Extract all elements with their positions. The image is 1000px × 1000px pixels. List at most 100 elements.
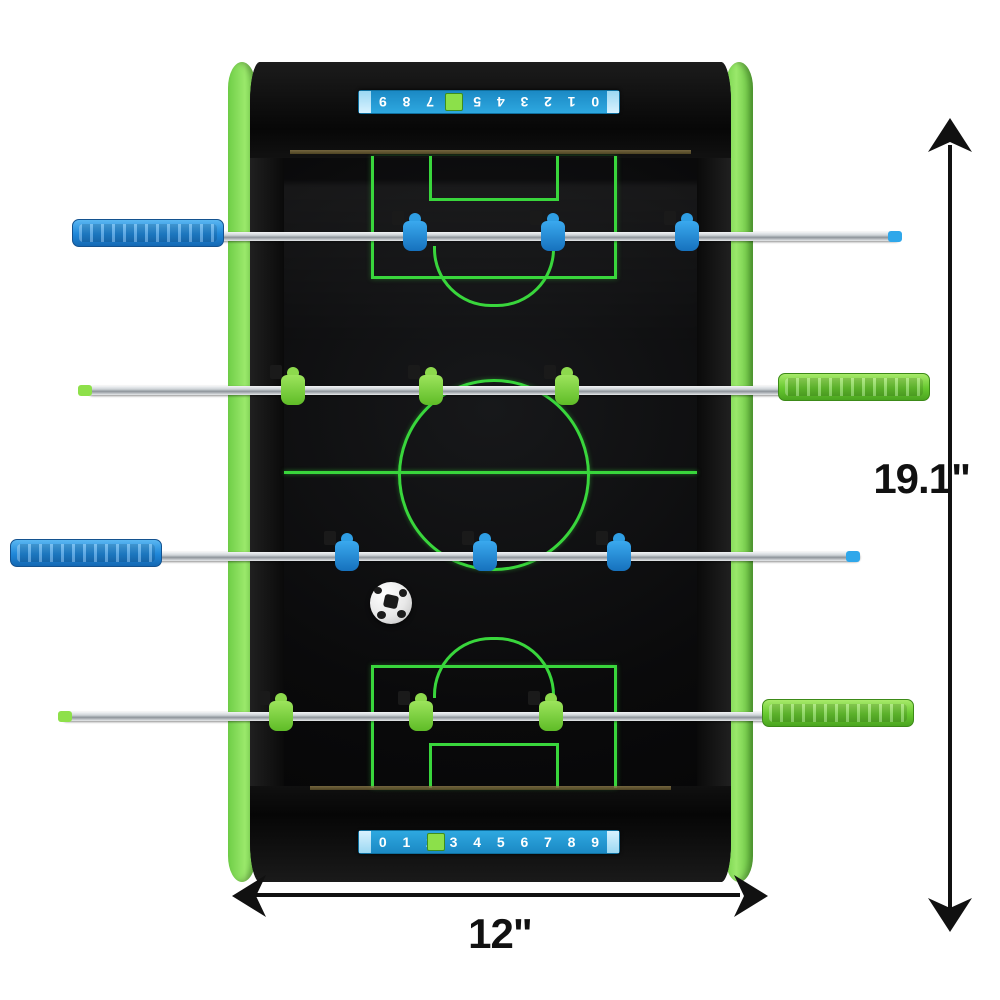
figure-body	[409, 701, 433, 731]
scoreboard-top[interactable]: 0 1 2 3 4 5 6 7 8 9	[358, 90, 620, 114]
height-dimension-line	[948, 145, 952, 910]
scoreboard-cap-right	[607, 831, 619, 853]
rod-3-shaft[interactable]	[140, 552, 860, 561]
ball-panel	[377, 611, 386, 619]
score-digit: 8	[567, 834, 576, 850]
score-digit: 5	[473, 94, 482, 110]
figure-collar	[530, 211, 542, 225]
scoreboard-cap-left	[607, 91, 619, 113]
player-figure-blue[interactable]	[596, 531, 634, 575]
height-arrow-down-icon	[928, 898, 972, 932]
penalty-box-top	[370, 156, 617, 279]
score-digit: 4	[473, 834, 482, 850]
figure-collar	[462, 531, 474, 545]
pitch-markings	[284, 156, 697, 788]
figure-collar	[324, 531, 336, 545]
ball-panel	[399, 589, 407, 597]
rod-3-tip	[846, 551, 860, 562]
figure-body	[555, 375, 579, 405]
rod-4-handle[interactable]	[762, 699, 914, 727]
player-figure-green[interactable]	[270, 365, 308, 409]
score-digit: 9	[378, 94, 387, 110]
score-digit: 1	[402, 834, 411, 850]
width-arrow-right-icon	[734, 875, 768, 917]
player-figure-blue[interactable]	[462, 531, 500, 575]
score-digit: 7	[426, 94, 434, 110]
handle-grip	[17, 544, 155, 562]
ball-panel	[374, 587, 382, 594]
score-digit: 8	[402, 94, 411, 110]
figure-collar	[270, 365, 282, 379]
figure-collar	[408, 365, 420, 379]
penalty-arc-bottom	[432, 637, 555, 698]
scoreboard-digits-top: 0 1 2 3 4 5 6 7 8 9	[371, 94, 607, 110]
rod-3-handle[interactable]	[10, 539, 162, 567]
playfield-wall-left	[250, 158, 284, 786]
figure-body	[269, 701, 293, 731]
player-figure-green[interactable]	[398, 691, 436, 735]
figure-collar	[258, 691, 270, 705]
player-figure-green[interactable]	[544, 365, 582, 409]
player-figure-green[interactable]	[528, 691, 566, 735]
figure-collar	[596, 531, 608, 545]
goal-area-top	[428, 156, 559, 201]
figure-body	[539, 701, 563, 731]
score-marker-bottom[interactable]	[427, 833, 445, 851]
figure-body	[403, 221, 427, 251]
score-marker-top[interactable]	[445, 93, 463, 111]
score-digit: 2	[544, 94, 552, 110]
score-digit: 3	[449, 834, 458, 850]
height-arrow-up-icon	[928, 118, 972, 152]
figure-body	[473, 541, 497, 571]
player-figure-blue[interactable]	[324, 531, 362, 575]
score-digit: 7	[544, 834, 552, 850]
score-digit: 5	[496, 834, 505, 850]
figure-body	[419, 375, 443, 405]
figure-collar	[392, 211, 404, 225]
width-dimension-line	[256, 893, 740, 897]
rod-1-handle[interactable]	[72, 219, 224, 247]
score-digit: 9	[591, 834, 600, 850]
player-figure-blue[interactable]	[664, 211, 702, 255]
player-figure-blue[interactable]	[530, 211, 568, 255]
rod-4-tip	[58, 711, 72, 722]
figure-collar	[528, 691, 540, 705]
score-digit: 3	[520, 94, 529, 110]
figure-body	[541, 221, 565, 251]
table-cabinet: 0 1 2 3 4 5 6 7 8 9 0 1	[250, 62, 731, 882]
rod-1-tip	[888, 231, 902, 242]
ball-panel	[397, 610, 406, 618]
score-digit: 0	[378, 834, 387, 850]
playfield-wall-right	[697, 158, 731, 786]
width-dimension-label: 12"	[468, 910, 533, 957]
handle-grip	[785, 378, 923, 396]
scoreboard-bottom[interactable]: 0 1 2 3 4 5 6 7 8 9	[358, 830, 620, 854]
scoreboard-cap-left	[359, 831, 371, 853]
player-figure-green[interactable]	[258, 691, 296, 735]
score-digit: 1	[567, 94, 576, 110]
rod-2-shaft[interactable]	[88, 386, 800, 395]
figure-body	[281, 375, 305, 405]
ball-panel	[382, 593, 400, 610]
penalty-arc-top	[432, 246, 555, 307]
figure-collar	[398, 691, 410, 705]
height-dimension-label: 19.1"	[873, 455, 971, 502]
rod-2-tip	[78, 385, 92, 396]
score-digit: 4	[496, 94, 505, 110]
support-dowel-top	[290, 150, 691, 154]
penalty-box-bottom	[370, 665, 617, 788]
rod-2-handle[interactable]	[778, 373, 930, 401]
player-figure-green[interactable]	[408, 365, 446, 409]
figure-body	[607, 541, 631, 571]
figure-collar	[544, 365, 556, 379]
scoreboard-cap-right	[359, 91, 371, 113]
foosball-table: 0 1 2 3 4 5 6 7 8 9 0 1	[228, 62, 753, 882]
soccer-ball[interactable]	[370, 582, 412, 624]
figure-collar	[664, 211, 676, 225]
player-figure-blue[interactable]	[392, 211, 430, 255]
figure-body	[675, 221, 699, 251]
goal-area-bottom	[428, 743, 559, 788]
support-dowel-bottom	[310, 786, 671, 790]
handle-grip	[79, 224, 217, 242]
